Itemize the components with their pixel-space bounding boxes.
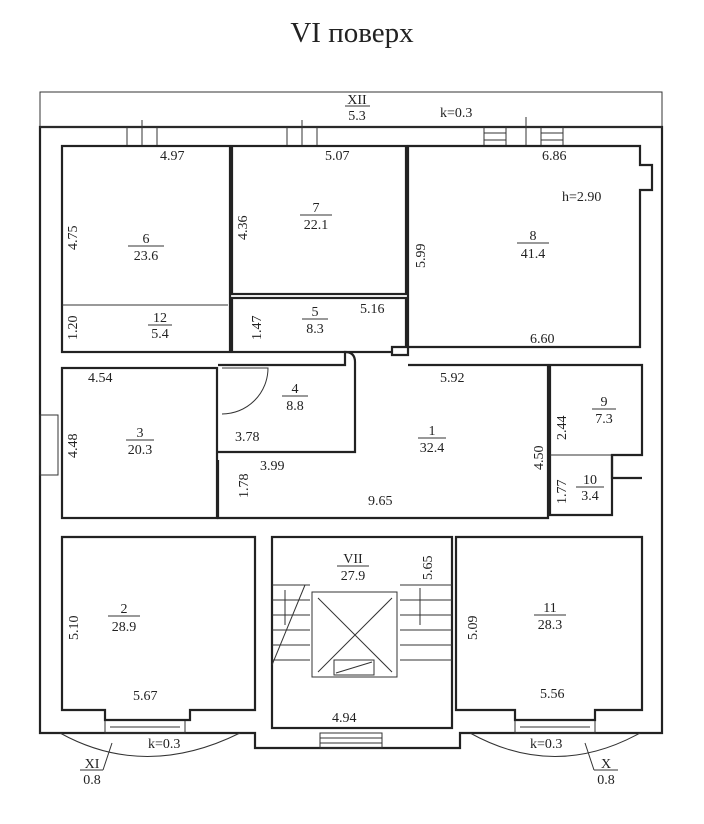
svg-text:4: 4 [292,382,299,397]
svg-text:0.8: 0.8 [83,773,101,788]
room-label-3: 320.3 [126,426,154,458]
balcony-label-xi: XI0.8 [80,742,113,788]
svg-text:3.78: 3.78 [235,430,260,445]
svg-text:5.07: 5.07 [325,149,350,164]
door-swing [221,367,269,415]
svg-text:27.9: 27.9 [341,569,366,584]
svg-text:2: 2 [121,602,128,617]
stairwell-vii [270,535,454,730]
svg-text:5.67: 5.67 [133,689,158,704]
room-3 [60,366,219,520]
svg-text:41.4: 41.4 [521,247,546,262]
svg-text:3: 3 [137,426,144,441]
room-6 [60,144,232,354]
svg-text:5.10: 5.10 [67,616,82,641]
room-label-vii: VII 27.9 [337,552,369,584]
svg-text:4.36: 4.36 [236,216,251,241]
svg-text:1.77: 1.77 [555,480,570,505]
svg-text:10: 10 [583,473,597,488]
svg-text:2.44: 2.44 [555,416,570,441]
svg-text:5.09: 5.09 [466,616,481,641]
svg-text:12: 12 [153,311,167,326]
room-label-10: 103.4 [576,473,604,504]
svg-text:X: X [601,757,611,772]
svg-text:6.86: 6.86 [542,149,567,164]
svg-text:5: 5 [312,305,319,320]
svg-text:4.48: 4.48 [66,434,81,459]
svg-text:4.94: 4.94 [332,711,357,726]
svg-text:XII: XII [347,93,367,108]
svg-text:6: 6 [143,232,150,247]
svg-text:9.65: 9.65 [368,494,393,509]
svg-text:8: 8 [530,229,537,244]
room-label-8: 841.4 [517,229,549,262]
svg-text:7.3: 7.3 [595,412,613,427]
stairs [271,584,452,678]
svg-text:11: 11 [543,601,556,616]
room-4 [218,350,357,454]
svg-text:8.8: 8.8 [286,399,304,414]
room-label-1: 132.4 [418,424,446,456]
svg-text:3.99: 3.99 [260,459,285,474]
svg-text:5.56: 5.56 [540,687,565,702]
room-label-2: 228.9 [108,602,140,635]
room-2 [60,535,257,722]
svg-text:22.1: 22.1 [304,218,329,233]
balcony-x [469,732,641,757]
room-label-7: 722.1 [300,201,332,233]
svg-text:6.60: 6.60 [530,332,555,347]
svg-text:4.75: 4.75 [66,226,81,251]
balcony-label-x: X0.8 [584,742,618,788]
room-7 [230,144,408,296]
room-label-4: 48.8 [282,382,308,414]
svg-text:4.54: 4.54 [88,371,113,386]
room-label-11: 11 28.3 [534,601,566,633]
svg-text:9: 9 [601,395,608,410]
svg-text:1.47: 1.47 [250,316,265,341]
floor-title: VI поверх [290,17,414,49]
svg-text:3.4: 3.4 [581,489,599,504]
svg-text:23.6: 23.6 [134,249,159,264]
svg-text:28.3: 28.3 [538,618,563,633]
svg-text:32.4: 32.4 [420,441,445,456]
svg-text:VII: VII [343,552,363,567]
svg-text:28.9: 28.9 [112,620,137,635]
balcony-xi [59,732,241,757]
room-5 [230,296,408,354]
room-label-6: 623.6 [128,232,164,264]
svg-text:5.3: 5.3 [348,109,366,124]
svg-text:1.78: 1.78 [237,474,252,499]
svg-text:4.50: 4.50 [532,446,547,471]
dimension-labels: 4.97 4.75 1.20 5.07 4.36 5.16 1.47 6.86 … [66,149,570,726]
room-label-9: 97.3 [592,395,616,427]
svg-text:5.65: 5.65 [421,556,436,581]
room-label-5: 58.3 [302,305,328,337]
svg-text:5.92: 5.92 [440,371,465,386]
room-labels: 623.6 125.4 722.1 58.3 841.4 320.3 48.8 … [80,93,618,788]
svg-text:5.99: 5.99 [414,244,429,269]
svg-text:4.97: 4.97 [160,149,185,164]
svg-text:7: 7 [313,201,320,216]
svg-text:20.3: 20.3 [128,443,153,458]
balcony-x-k: k=0.3 [530,737,562,752]
room-1 [216,363,550,520]
ceiling-height: h=2.90 [562,190,601,205]
svg-text:5.4: 5.4 [151,327,169,342]
svg-text:1: 1 [429,424,436,439]
balcony-xii-k: k=0.3 [440,106,472,121]
room-11 [454,535,644,722]
svg-text:1.20: 1.20 [66,316,81,341]
room-label-12: 125.4 [148,311,172,342]
room-8 [390,144,654,357]
svg-text:0.8: 0.8 [597,773,615,788]
svg-text:XI: XI [85,757,100,772]
svg-text:8.3: 8.3 [306,322,324,337]
balcony-xi-k: k=0.3 [148,737,180,752]
svg-text:5.16: 5.16 [360,302,385,317]
windows [39,117,596,749]
